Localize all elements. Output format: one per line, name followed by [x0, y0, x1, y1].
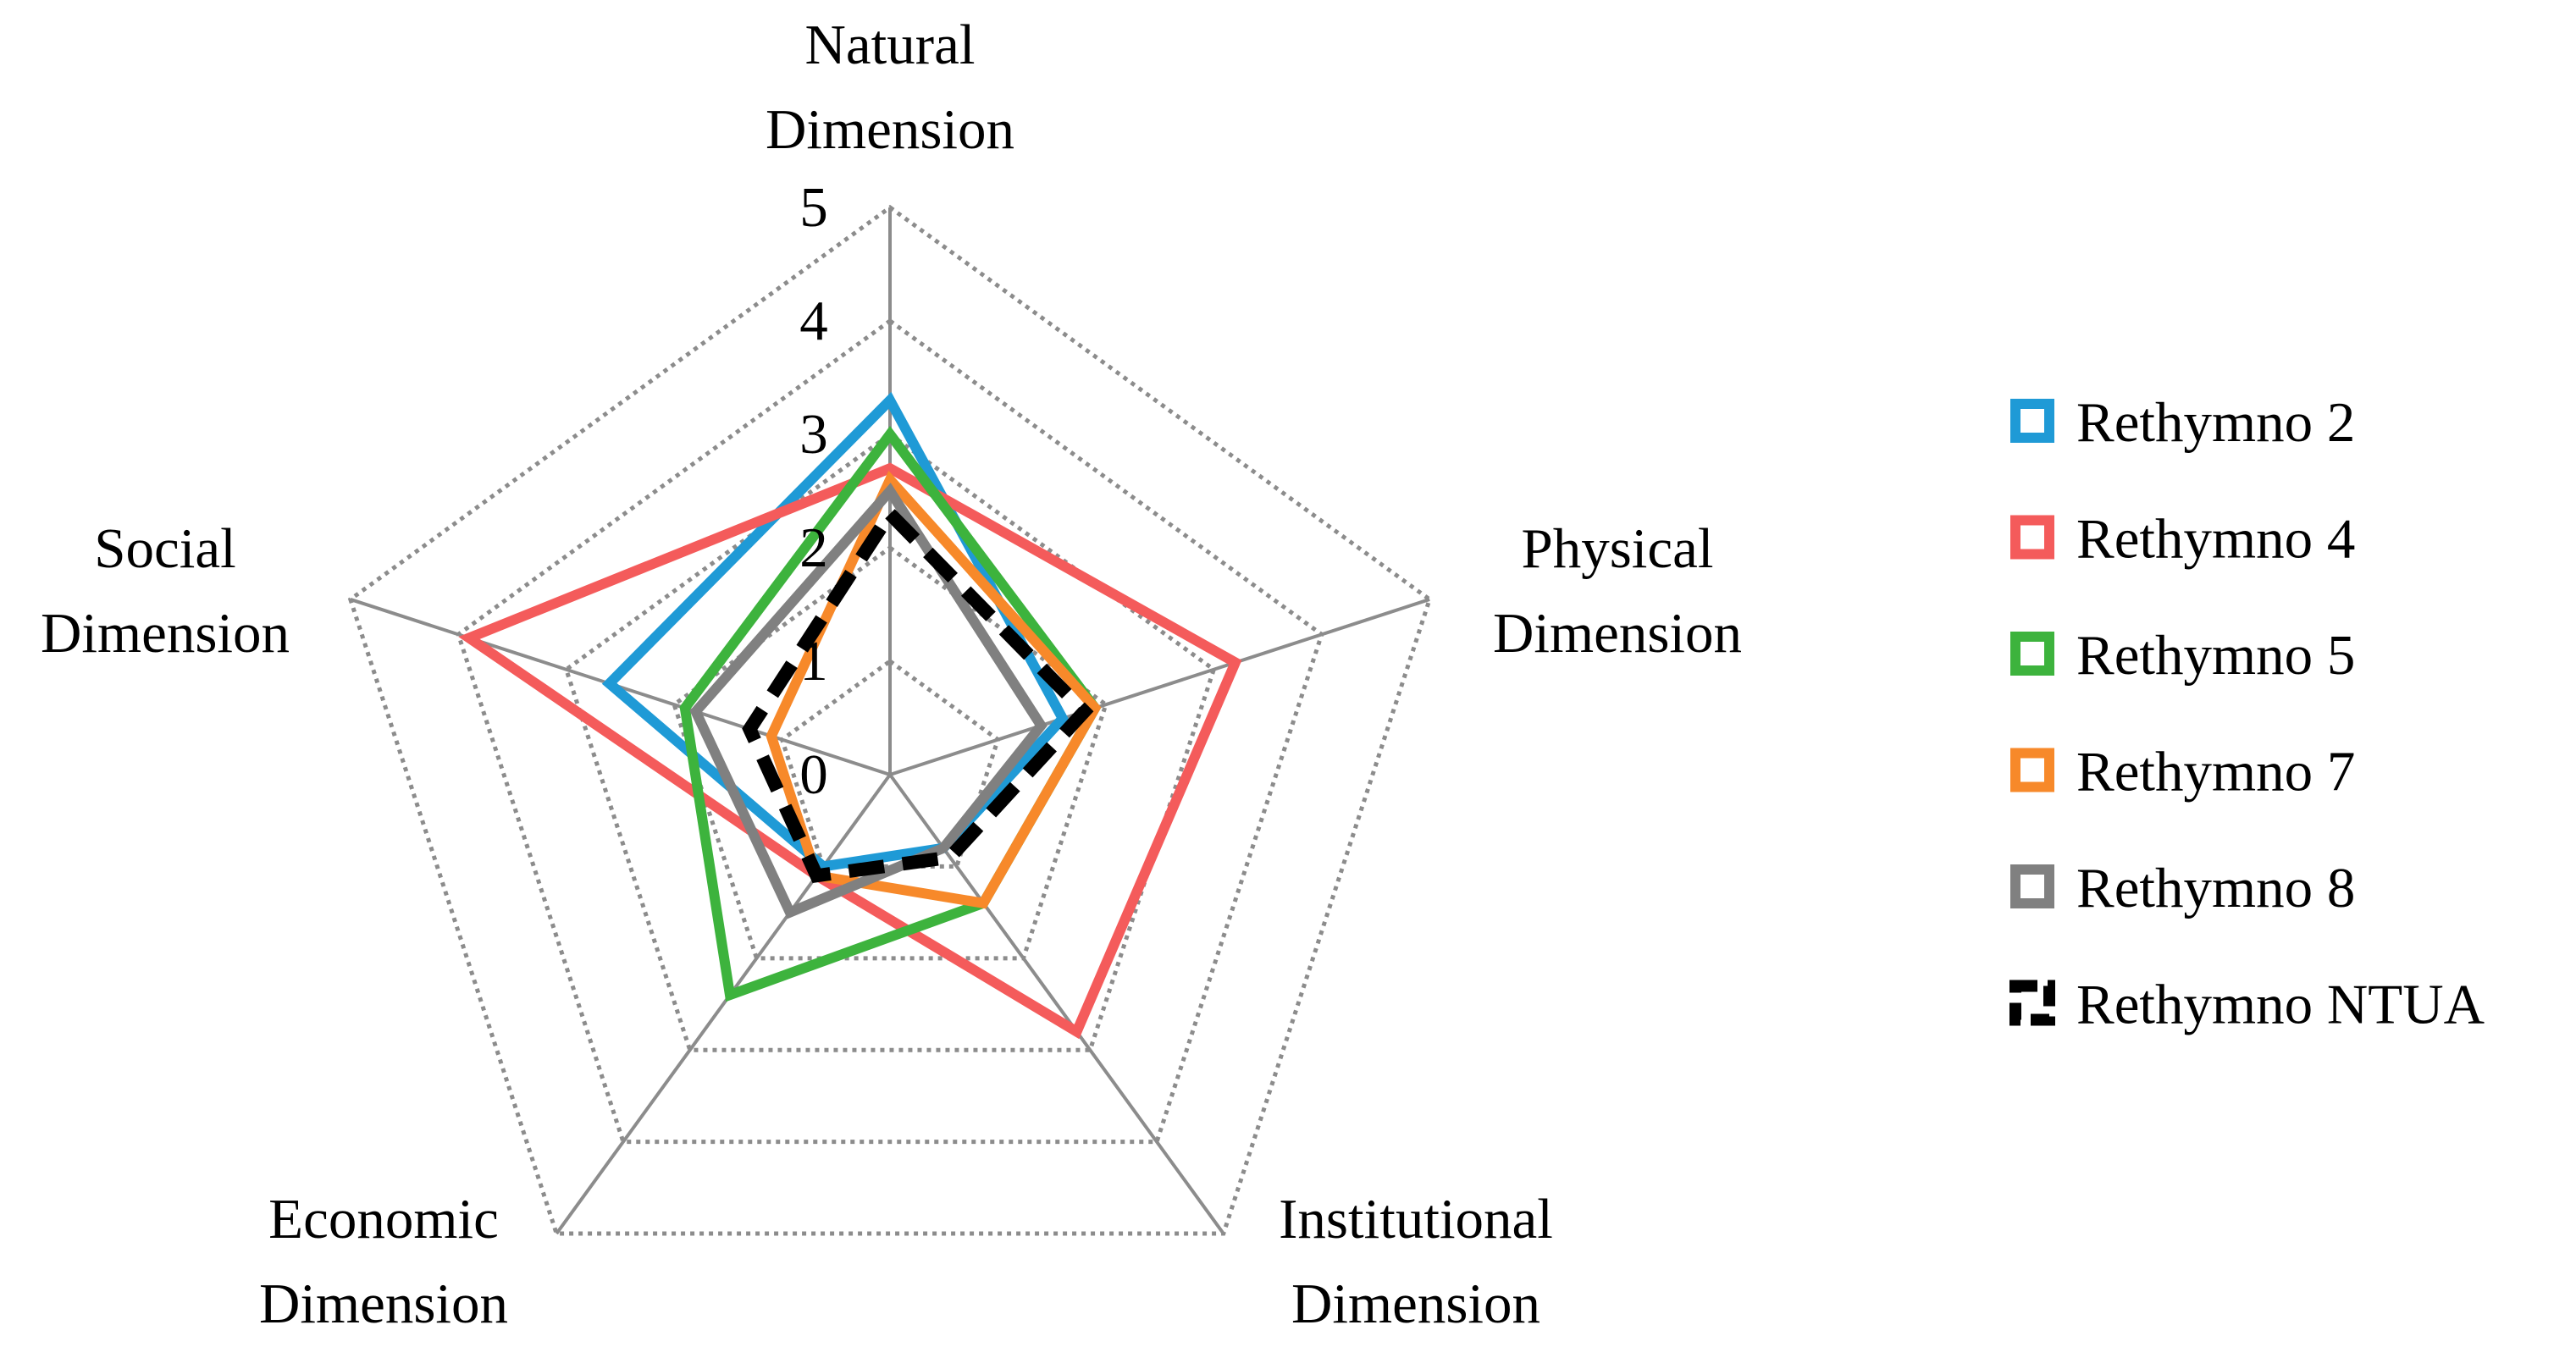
series-4-line — [766, 470, 1102, 909]
legend-swatch-2 — [2010, 515, 2054, 560]
legend-item-4: Rethymno 7 — [2010, 741, 2355, 803]
legend-swatch-5 — [2010, 864, 2054, 908]
legend-swatch-4 — [2010, 748, 2054, 792]
series-6-line — [742, 503, 1094, 883]
axis-title-4-line-2: Dimension — [259, 1272, 508, 1335]
tick-label-0: 0 — [799, 743, 828, 806]
series-2-line — [458, 462, 1242, 1040]
tick-label-4: 4 — [799, 290, 828, 352]
axis-title-3-line-1: Institutional — [1279, 1188, 1553, 1250]
grid-ring-3 — [563, 431, 1217, 1052]
axis-title-5-line-1: Social — [94, 517, 235, 580]
legend-item-2: Rethymno 4 — [2010, 508, 2355, 571]
grid-ring-4 — [456, 317, 1324, 1145]
legend-swatch-3 — [2010, 632, 2054, 676]
axis-title-2-line-2: Dimension — [1493, 602, 1742, 665]
series-5-line — [689, 483, 1048, 919]
legend-item-1: Rethymno 2 — [2010, 391, 2355, 454]
legend-label-2: Rethymno 4 — [2076, 508, 2355, 571]
axis-spokes — [350, 207, 1430, 1235]
radial-tick-labels: 0 1 2 3 4 5 — [799, 176, 828, 806]
legend-label-4: Rethymno 7 — [2076, 741, 2355, 803]
axis-title-1-line-2: Dimension — [766, 98, 1014, 161]
grid-ring-5 — [347, 204, 1433, 1236]
legend-label-5: Rethymno 8 — [2076, 857, 2355, 919]
tick-label-1: 1 — [799, 630, 828, 693]
axis-title-4-line-1: Economic — [268, 1188, 499, 1250]
legend-item-3: Rethymno 5 — [2010, 624, 2355, 687]
legend-item-5: Rethymno 8 — [2010, 857, 2355, 919]
tick-label-2: 2 — [799, 516, 828, 579]
axis-title-1-line-1: Natural — [805, 14, 976, 76]
axis-title-3-line-2: Dimension — [1291, 1272, 1540, 1335]
legend-swatch-1 — [2010, 399, 2054, 443]
legend: Rethymno 2 Rethymno 4 Rethymno 5 Rethymno 7… — [2009, 391, 2485, 1036]
legend-label-1: Rethymno 2 — [2076, 391, 2355, 454]
axis-title-5-line-2: Dimension — [41, 602, 290, 665]
series-1-line — [601, 391, 1070, 872]
legend-label-3: Rethymno 5 — [2076, 624, 2355, 687]
legend-item-6: Rethymno NTUA — [2009, 974, 2485, 1036]
legend-swatch-6 — [2009, 980, 2055, 1026]
tick-label-3: 3 — [799, 403, 828, 466]
axis-spoke-4 — [555, 773, 892, 1235]
axis-title-2-line-1: Physical — [1521, 517, 1713, 580]
tick-label-5: 5 — [799, 176, 828, 239]
data-series — [458, 391, 1242, 1040]
legend-label-6: Rethymno NTUA — [2076, 974, 2485, 1036]
axis-spoke-2 — [889, 598, 1430, 776]
